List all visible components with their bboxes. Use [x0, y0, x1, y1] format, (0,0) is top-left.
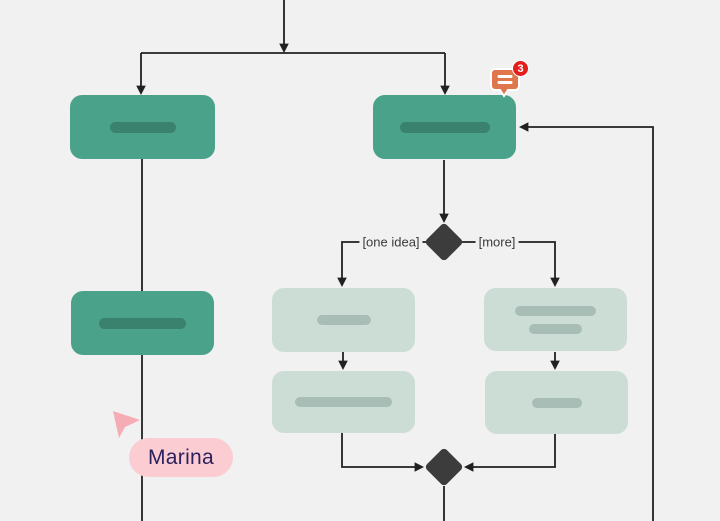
flow-node-light-right-1[interactable]	[484, 288, 627, 351]
branch-label-more[interactable]: [more]	[475, 233, 519, 251]
comment-count-badge: 3	[512, 60, 529, 77]
flow-node-light-left-1[interactable]	[272, 288, 415, 352]
flow-node-green-top-left[interactable]	[70, 95, 215, 159]
flow-node-light-left-2[interactable]	[272, 371, 415, 433]
comment-indicator[interactable]: 3	[488, 58, 532, 100]
collaborator-name-tag: Marina	[129, 438, 233, 477]
text-placeholder-pill	[515, 305, 596, 316]
flow-node-green-bottom-left[interactable]	[71, 291, 214, 355]
text-placeholder-pill	[399, 121, 490, 133]
text-placeholder-pill	[316, 315, 371, 325]
text-placeholder-pill	[295, 397, 392, 407]
text-placeholder-pill	[99, 317, 186, 329]
flow-node-light-right-2[interactable]	[485, 371, 628, 434]
text-placeholder-pill	[529, 323, 582, 334]
text-placeholder-pill	[531, 397, 582, 408]
text-placeholder-pill	[109, 121, 176, 133]
flow-node-green-top-right[interactable]	[373, 95, 516, 159]
branch-label-one-idea[interactable]: [one idea]	[359, 233, 423, 251]
comment-bubble-icon	[490, 68, 520, 98]
collaborator-cursor-icon	[113, 411, 140, 438]
